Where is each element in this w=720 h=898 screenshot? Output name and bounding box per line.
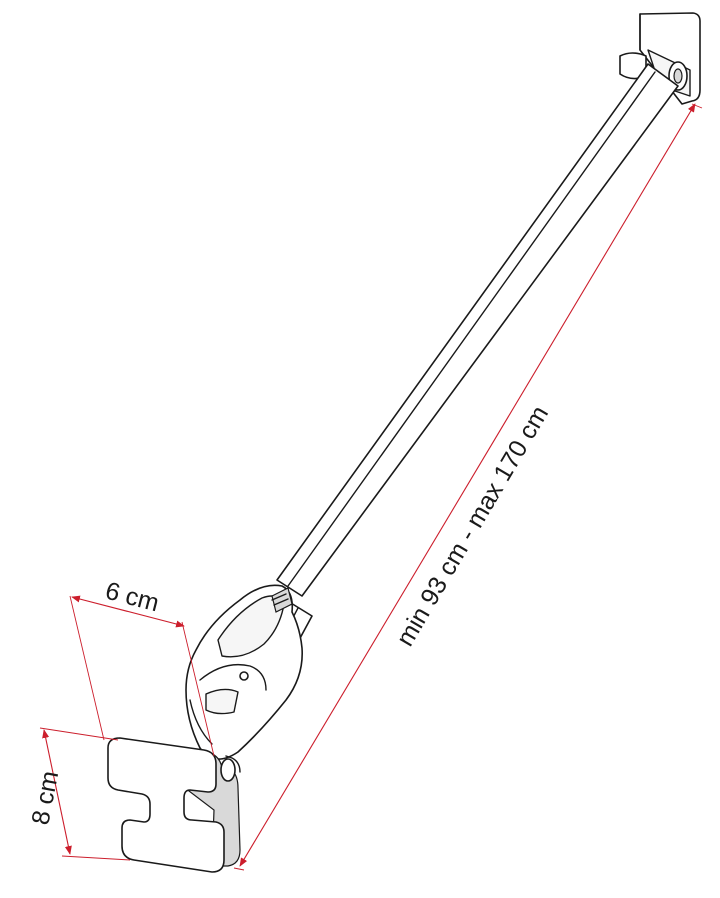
- foot-plate: [107, 737, 241, 873]
- height-label: 8 cm: [26, 769, 64, 828]
- locking-clamp: [185, 584, 303, 760]
- length-dimension: min 93 cm - max 170 cm: [233, 103, 703, 871]
- width-label: 6 cm: [102, 577, 161, 618]
